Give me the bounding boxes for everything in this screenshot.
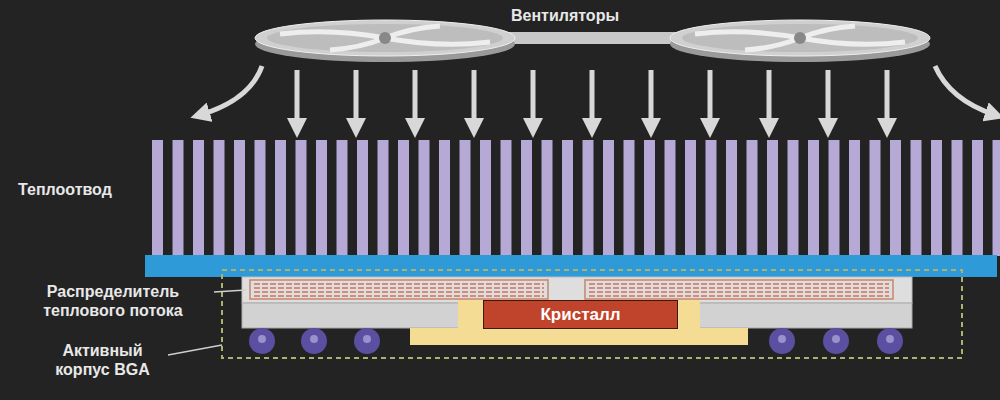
spreader-coils: [250, 280, 893, 299]
fin: [747, 140, 758, 256]
fin: [583, 140, 594, 256]
fin: [931, 140, 942, 256]
die-pad: [678, 300, 700, 328]
solder-ball: [249, 328, 275, 354]
fin: [275, 140, 286, 256]
fin: [849, 140, 860, 256]
fin: [972, 140, 983, 256]
fin: [152, 140, 163, 256]
fin: [480, 140, 491, 256]
fin: [808, 140, 819, 256]
fin: [337, 140, 348, 256]
package-outline: [222, 270, 962, 358]
leader-line: [168, 345, 222, 355]
fin: [993, 140, 1000, 256]
fin: [685, 140, 696, 256]
fin: [767, 140, 778, 256]
fin: [603, 140, 614, 256]
coil-winding: [254, 291, 544, 293]
node-text: Кристалл: [540, 305, 620, 325]
airflow-arrow: [885, 70, 890, 128]
solder-ball: [823, 328, 849, 354]
fin: [829, 140, 840, 256]
fin: [890, 140, 901, 256]
airflow-arrow: [767, 70, 772, 128]
fan-bracket: [500, 32, 680, 44]
heatsink-base: [145, 255, 997, 277]
coil-winding: [254, 295, 544, 297]
solder-ball: [354, 328, 380, 354]
airflow-arrow: [295, 70, 300, 128]
label: Теплоотвод: [18, 180, 148, 199]
fin: [624, 140, 635, 256]
coil-winding: [254, 283, 544, 285]
bottom-pad: [410, 328, 748, 345]
fan-left: [255, 20, 515, 56]
fin: [193, 140, 204, 256]
airflow-arrow: [708, 70, 713, 128]
fin: [316, 140, 327, 256]
fin: [357, 140, 368, 256]
heatsink-fins: [152, 140, 1000, 256]
airflow-arrow: [649, 70, 654, 128]
fin: [911, 140, 922, 256]
fin: [378, 140, 389, 256]
fan-blades: [280, 26, 905, 50]
fin: [439, 140, 450, 256]
fin: [726, 140, 737, 256]
die-pad: [458, 300, 483, 328]
fin: [214, 140, 225, 256]
fin: [788, 140, 799, 256]
coil-winding: [589, 283, 889, 285]
airflow-arrow: [590, 70, 595, 128]
label: Вентиляторы: [511, 6, 619, 25]
fan-right: [670, 20, 930, 56]
solder-ball: [877, 328, 903, 354]
fin: [501, 140, 512, 256]
leader-line: [214, 290, 246, 292]
fin: [419, 140, 430, 256]
fin: [706, 140, 717, 256]
fin: [952, 140, 963, 256]
fin: [665, 140, 676, 256]
coil-winding: [589, 291, 889, 293]
fin: [460, 140, 471, 256]
airflow-arrow: [354, 70, 359, 128]
airflow-arrow: [413, 70, 418, 128]
solder-ball: [301, 328, 327, 354]
label: Распределитель теплового потока: [14, 282, 212, 320]
fan-inner: [267, 24, 503, 52]
fin: [173, 140, 184, 256]
coil-winding: [589, 295, 889, 297]
airflow-arrows: [200, 66, 995, 128]
fin: [542, 140, 553, 256]
fin: [521, 140, 532, 256]
fin: [398, 140, 409, 256]
solder-balls: [249, 328, 903, 354]
airflow-arrow: [826, 70, 831, 128]
airflow-arrow: [531, 70, 536, 128]
coil-winding: [254, 287, 544, 289]
fin: [870, 140, 881, 256]
fans: [255, 20, 930, 62]
fin: [562, 140, 573, 256]
die-box: Кристалл: [483, 300, 678, 329]
fan-inner: [682, 24, 918, 52]
fin: [644, 140, 655, 256]
fin: [296, 140, 307, 256]
fin: [234, 140, 245, 256]
airflow-arrow: [472, 70, 477, 128]
fin: [255, 140, 266, 256]
coil-winding: [589, 287, 889, 289]
solder-ball: [769, 328, 795, 354]
label: Активный корпус BGA: [40, 341, 165, 379]
